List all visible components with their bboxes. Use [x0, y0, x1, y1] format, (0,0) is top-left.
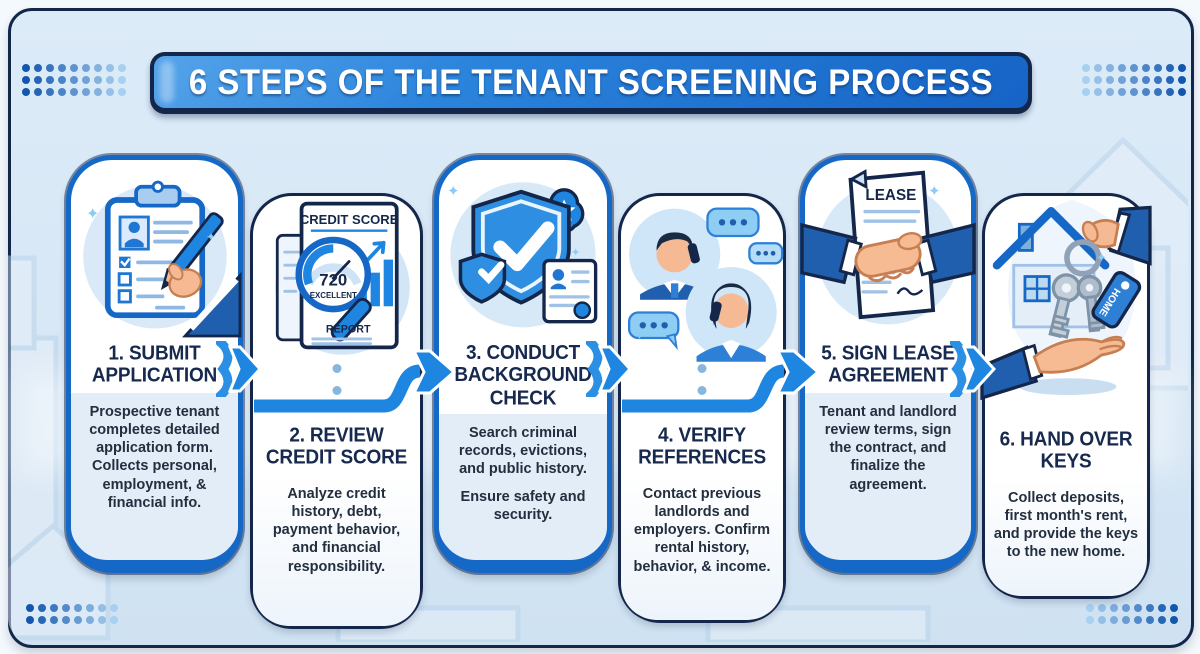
svg-text:LEASE: LEASE [865, 187, 916, 204]
house-keys-icon: HOME [980, 200, 1152, 401]
step-description: Tenant and landlord review terms, sign t… [819, 403, 957, 493]
step-heading: 6. HAND OVER KEYS [999, 428, 1133, 474]
step-heading: 5. SIGN LEASE AGREEMENT [821, 342, 955, 388]
ellipsis-dots [697, 364, 707, 395]
step-card-1: 1. SUBMIT APPLICATION Prospective tenant… [66, 155, 243, 573]
phone-call-references-icon [627, 207, 784, 362]
clipboard-pen-icon [82, 180, 241, 338]
step-card-4: 4. VERIFY REFERENCES Contact previous la… [618, 193, 786, 623]
shield-check-icon [450, 182, 598, 328]
dot-pattern-bottom-left [26, 604, 118, 624]
step-description: Prospective tenant completes detailed ap… [89, 403, 220, 511]
step-description: Analyze credit history, debt, payment be… [272, 485, 401, 575]
ellipsis-dots [332, 364, 341, 395]
dot-pattern-bottom-right [1086, 604, 1178, 624]
page-title: 6 STEPS OF THE TENANT SCREENING PROCESS [188, 61, 994, 102]
step-heading: 1. SUBMIT APPLICATION [91, 342, 218, 388]
dot-pattern-top-left [22, 64, 126, 96]
step-description: Collect deposits, first month's rent, an… [993, 489, 1139, 561]
svg-text:720: 720 [319, 271, 347, 290]
dot-pattern-top-right [1082, 64, 1186, 96]
step-heading: 2. REVIEW CREDIT SCORE [265, 424, 408, 470]
svg-text:REPORT: REPORT [325, 323, 370, 335]
lease-handshake-icon: LEASE [800, 169, 976, 325]
step-card-6: HOME 6. HAND OVER KEYS Collect deposits,… [980, 193, 1152, 599]
step-description: Search criminal records, evictions, and … [458, 424, 588, 478]
step-description-secondary: Ensure safety and security. [460, 488, 586, 523]
credit-score-magnifier-icon: CREDIT SCORE 720 EXCELLENT REPORT [274, 201, 410, 355]
step-heading: 4. VERIFY REFERENCES [638, 424, 766, 470]
step-card-2: CREDIT SCORE 720 EXCELLENT REPORT [250, 193, 423, 629]
svg-text:CREDIT SCORE: CREDIT SCORE [299, 212, 398, 227]
title-banner: 6 STEPS OF THE TENANT SCREENING PROCESS [150, 52, 1032, 114]
step-description: Contact previous landlords and employers… [633, 485, 771, 575]
step-card-3: 3. CONDUCT BACKGROUND CHECK Search crimi… [434, 155, 612, 573]
step-heading: 3. CONDUCT BACKGROUND CHECK [454, 342, 592, 410]
title-banner-face: 6 STEPS OF THE TENANT SCREENING PROCESS [154, 56, 1028, 108]
svg-text:EXCELLENT: EXCELLENT [309, 291, 356, 300]
step-card-5: LEASE 5. SIGN LEASE AGREEMENT Tenant and… [800, 155, 976, 573]
